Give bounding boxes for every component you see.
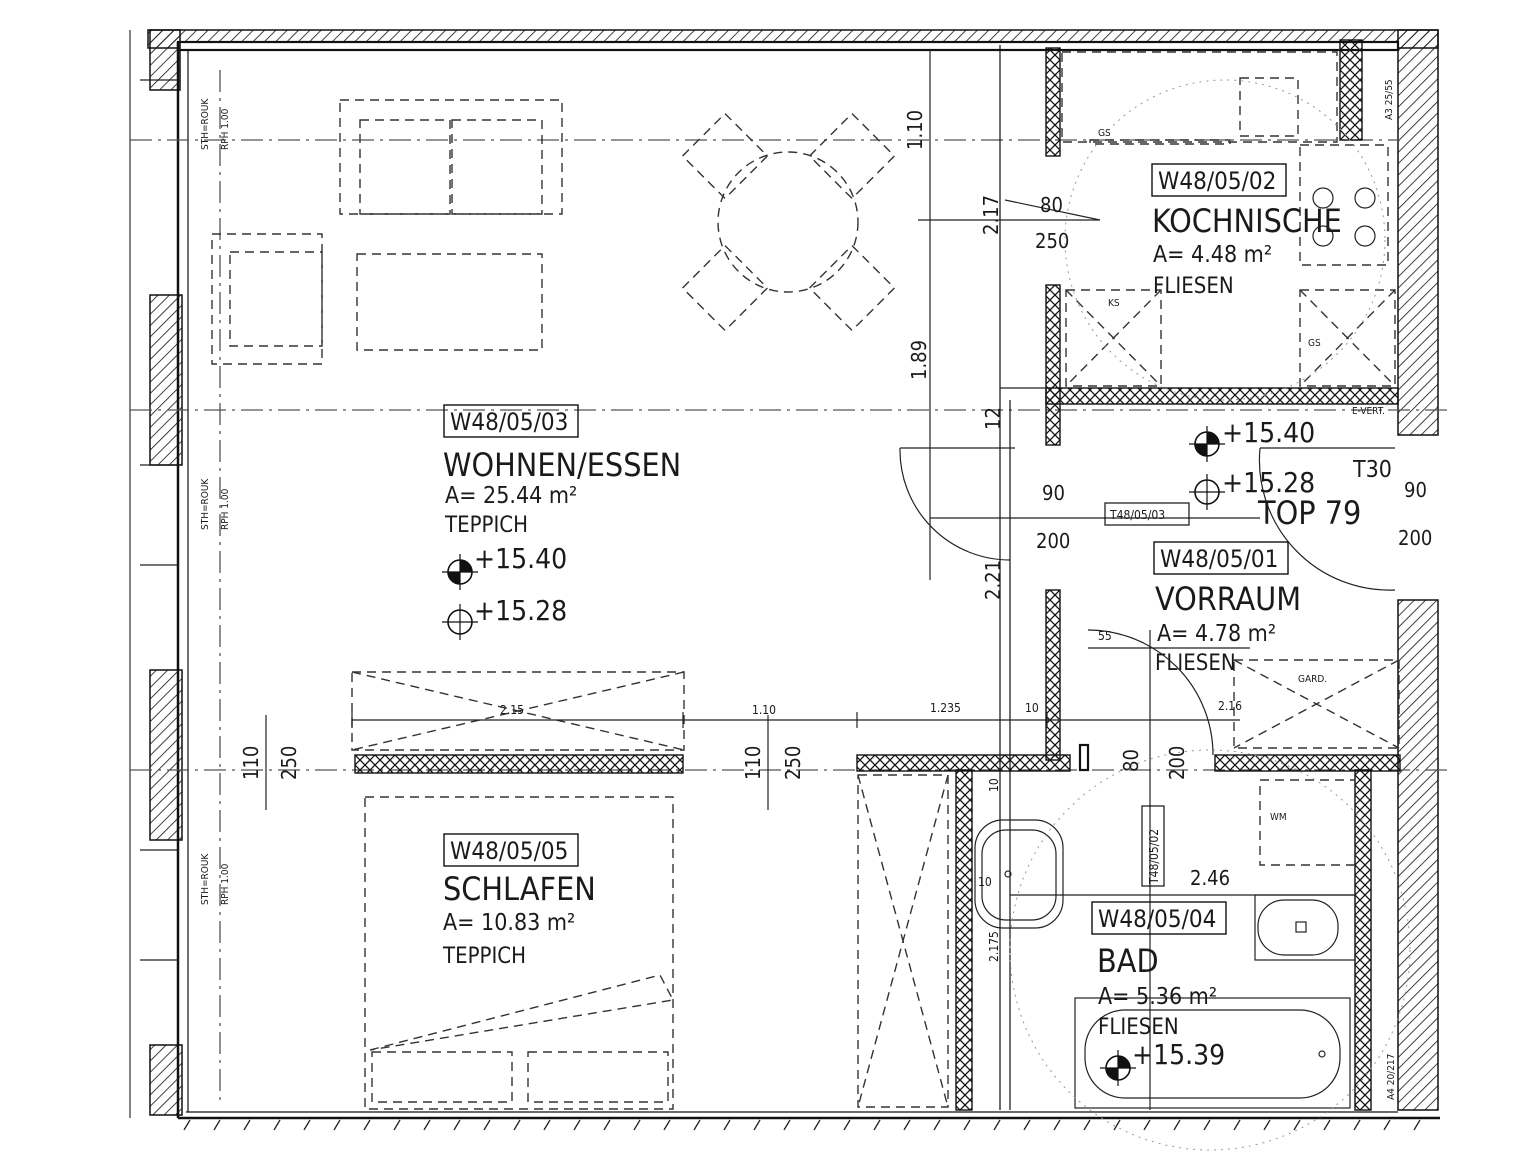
room-code: W48/05/04 [1098, 905, 1216, 933]
room-code: W48/05/02 [1158, 167, 1276, 195]
room-bedroom: W48/05/05 SCHLAFEN A= 10.83 m² TEPPICH [442, 837, 596, 969]
room-floor: FLIESEN [1153, 274, 1234, 299]
room-living: W48/05/03 WOHNEN/ESSEN A= 25.44 m² TEPPI… [443, 408, 681, 627]
room-kitchen: W48/05/02 KOCHNISCHE A= 4.48 m² FLIESEN [1152, 167, 1342, 299]
dim-label: 10 [978, 875, 992, 889]
dim-label: 90 [1404, 478, 1427, 502]
dim-label: 250 [1035, 229, 1069, 253]
level-label: +15.40 [474, 542, 567, 575]
kitchen-furniture [1061, 51, 1396, 401]
unit-label: TOP 79 [1257, 494, 1361, 532]
room-area: A= 10.83 m² [443, 910, 575, 936]
window-note-2: STH=ROUK [200, 478, 211, 530]
dim-label: 110 [239, 746, 263, 780]
level-label: +15.28 [1222, 466, 1315, 499]
room-name: SCHLAFEN [443, 870, 596, 908]
room-floor: FLIESEN [1155, 651, 1236, 676]
dim-label: 2.46 [1190, 866, 1230, 890]
dim-label: 2.16 [1218, 699, 1242, 713]
dim-label: 55 [1098, 629, 1112, 643]
interior-walls [354, 39, 1401, 1111]
room-name: BAD [1097, 942, 1159, 980]
window-annotations: STH=ROUK RPH 1.00 STH=ROUK RPH 1.00 STH=… [200, 70, 231, 1100]
annotation: KS [1108, 298, 1120, 309]
level-label: +15.39 [1132, 1038, 1225, 1071]
dim-label: 200 [1036, 529, 1070, 553]
bedroom-furniture [351, 671, 949, 1110]
dim-label: 1.235 [930, 701, 961, 715]
room-area: A= 25.44 m² [445, 483, 577, 509]
dim-label: 90 [1042, 481, 1065, 505]
room-code: W48/05/03 [450, 408, 568, 436]
axis-lines [130, 50, 1450, 771]
dim-label: 10 [987, 778, 1001, 792]
room-floor: TEPPICH [444, 513, 528, 538]
room-code-boxes [443, 163, 1289, 935]
annotation: E-VERT. [1352, 406, 1385, 417]
dim-label: 2.175 [987, 931, 1001, 962]
dim-label: 200 [1165, 746, 1189, 780]
dim-label: 250 [781, 746, 805, 780]
room-code: W48/05/05 [450, 837, 568, 865]
dimension-labels: 1.10 2.17 80 250 1.89 12 90 200 90 200 2… [239, 110, 1432, 962]
room-area: A= 4.48 m² [1153, 242, 1272, 268]
small-annotations: GS GS KS E-VERT. GARD. WM A3 25/55 A4 20… [1098, 79, 1397, 1100]
dim-label: 1.10 [903, 110, 927, 150]
room-area: A= 4.78 m² [1157, 621, 1276, 647]
level-markers [442, 426, 1225, 1086]
annotation: A3 25/55 [1384, 79, 1395, 120]
dimension-lines [265, 199, 1355, 1110]
room-hall: W48/05/01 VORRAUM A= 4.78 m² FLIESEN +15… [1109, 416, 1392, 676]
window-note-3b: RPH 1.00 [220, 863, 231, 905]
dim-label: 10 [1025, 701, 1039, 715]
dim-label: 200 [1398, 526, 1432, 550]
room-bath: W48/05/04 BAD A= 5.36 m² FLIESEN +15.39 … [1097, 829, 1225, 1071]
dim-label: 1.89 [907, 340, 931, 380]
annotation: GARD. [1298, 674, 1327, 685]
dim-label: 80 [1119, 749, 1143, 772]
door-label: T48/05/03 [1109, 508, 1165, 522]
dim-label: 2.21 [981, 560, 1005, 600]
dim-label: 1.10 [752, 703, 776, 717]
door-label: T48/05/02 [1147, 829, 1161, 885]
level-label: +15.28 [474, 594, 567, 627]
window-note-1: STH=ROUK [200, 98, 211, 150]
room-area: A= 5.36 m² [1098, 984, 1217, 1010]
dim-label: 12 [981, 407, 1005, 430]
room-floor: FLIESEN [1098, 1015, 1179, 1040]
dim-label: 80 [1040, 193, 1063, 217]
window-note-1b: RPH 1.00 [220, 108, 231, 150]
annotation: A4 20/217 [1386, 1054, 1397, 1100]
room-name: WOHNEN/ESSEN [443, 446, 681, 484]
annotation: GS [1098, 128, 1111, 139]
outer-walls [129, 29, 1440, 1131]
dim-label: 110 [741, 746, 765, 780]
room-code: W48/05/01 [1160, 545, 1278, 573]
room-floor: TEPPICH [442, 944, 526, 969]
dim-label: 2.15 [500, 703, 524, 717]
room-name: KOCHNISCHE [1152, 202, 1342, 240]
annotation: GS [1308, 338, 1321, 349]
bath-fixtures [974, 749, 1411, 1151]
window-note-3: STH=ROUK [200, 853, 211, 905]
room-name: VORRAUM [1155, 580, 1301, 618]
doors [899, 447, 1396, 756]
living-furniture [211, 99, 896, 365]
door-rating: T30 [1352, 457, 1392, 483]
dim-label: 2.17 [979, 195, 1003, 235]
dim-label: 250 [277, 746, 301, 780]
level-label: +15.40 [1222, 416, 1315, 449]
annotation: WM [1270, 812, 1287, 823]
hall-furniture [1233, 659, 1400, 749]
window-note-2b: RPH 1.00 [220, 488, 231, 530]
